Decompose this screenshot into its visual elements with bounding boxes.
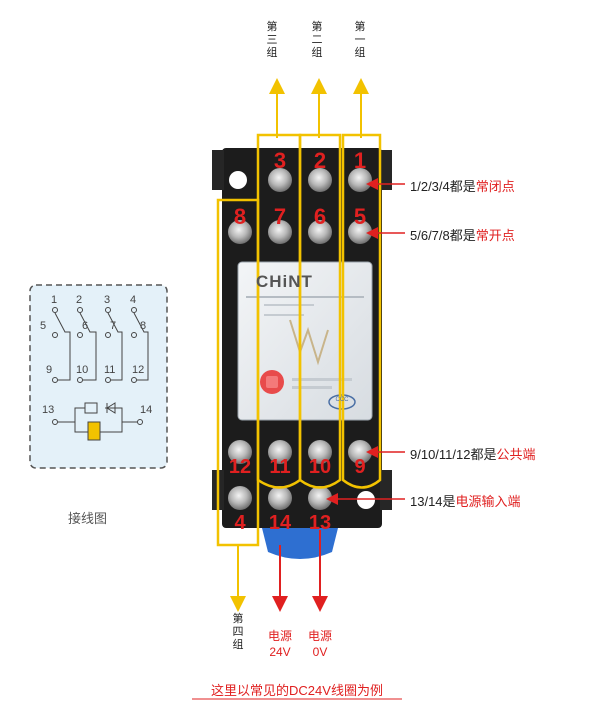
screw-10 <box>308 440 332 464</box>
terminal-number-5: 5 <box>353 204 367 229</box>
screw-2 <box>308 168 332 192</box>
group-label-second: 第二组 <box>311 20 323 59</box>
outline-group-fourth <box>216 198 260 547</box>
screw-11 <box>268 440 292 464</box>
terminal-number-1: 1 <box>353 148 367 173</box>
schematic-num: 12 <box>132 364 145 376</box>
schematic-num: 5 <box>40 320 47 332</box>
schematic-num: 9 <box>46 364 53 376</box>
schematic-num: 7 <box>110 320 117 332</box>
footer-note: 这里以常见的DC24V线圈为例 <box>211 683 383 698</box>
note-common: 9/10/11/12都是公共端 <box>410 447 536 462</box>
terminal-number-9: 9 <box>354 456 366 478</box>
note-normally-closed: 1/2/3/4都是常闭点 <box>410 179 515 194</box>
screw-4 <box>228 486 252 510</box>
schematic-num: 8 <box>140 320 147 332</box>
schematic-num: 2 <box>76 294 83 306</box>
terminal-number-14: 14 <box>268 512 292 534</box>
terminal-number-4: 4 <box>234 512 246 534</box>
schematic-num: 10 <box>76 364 89 376</box>
screw-6 <box>308 220 332 244</box>
terminal-number-8: 8 <box>233 204 247 229</box>
terminal-number-3: 3 <box>273 148 287 173</box>
terminal-number-10: 10 <box>308 456 332 478</box>
terminal-number-6: 6 <box>313 204 327 229</box>
screw-12 <box>228 440 252 464</box>
outline-group-first <box>341 133 382 489</box>
screw-7 <box>268 220 292 244</box>
relay-brand-logo: CHiNT <box>256 272 313 291</box>
power-0v-label: 电源 0V <box>307 629 332 659</box>
schematic-num: 4 <box>130 294 137 306</box>
mount-hole-top <box>229 171 247 189</box>
schematic-num: 6 <box>82 320 89 332</box>
group-label-first: 第一组 <box>354 20 366 59</box>
outline-group-second <box>298 133 342 489</box>
screw-13 <box>308 486 332 510</box>
note-normally-open: 5/6/7/8都是常开点 <box>410 228 515 243</box>
schematic-lines <box>52 307 149 433</box>
terminal-number-2: 2 <box>313 148 327 173</box>
screw-8 <box>228 220 252 244</box>
terminal-number-11: 11 <box>269 456 291 478</box>
screw-14 <box>268 486 292 510</box>
note-power-input: 13/14是电源输入端 <box>410 494 521 509</box>
ccc-mark-text: CCC <box>335 397 349 403</box>
mount-hole-bottom <box>357 491 375 509</box>
terminal-number-7: 7 <box>273 204 287 229</box>
schematic-num: 14 <box>140 404 153 416</box>
schematic-caption: 接线图 <box>68 511 108 526</box>
screw-3 <box>268 168 292 192</box>
terminal-number-12: 12 <box>228 456 252 478</box>
schematic-panel <box>29 284 168 469</box>
group-label-fourth: 第四组 <box>232 612 244 651</box>
schematic-num: 11 <box>104 364 116 376</box>
coil-symbol <box>87 421 101 441</box>
power-24v-label: 电源 24V <box>267 629 292 659</box>
schematic-num: 13 <box>42 404 55 416</box>
schematic-num: 1 <box>51 294 58 306</box>
terminal-number-13: 13 <box>308 512 332 534</box>
group-label-third: 第三组 <box>266 20 278 59</box>
schematic-num: 3 <box>104 294 111 306</box>
